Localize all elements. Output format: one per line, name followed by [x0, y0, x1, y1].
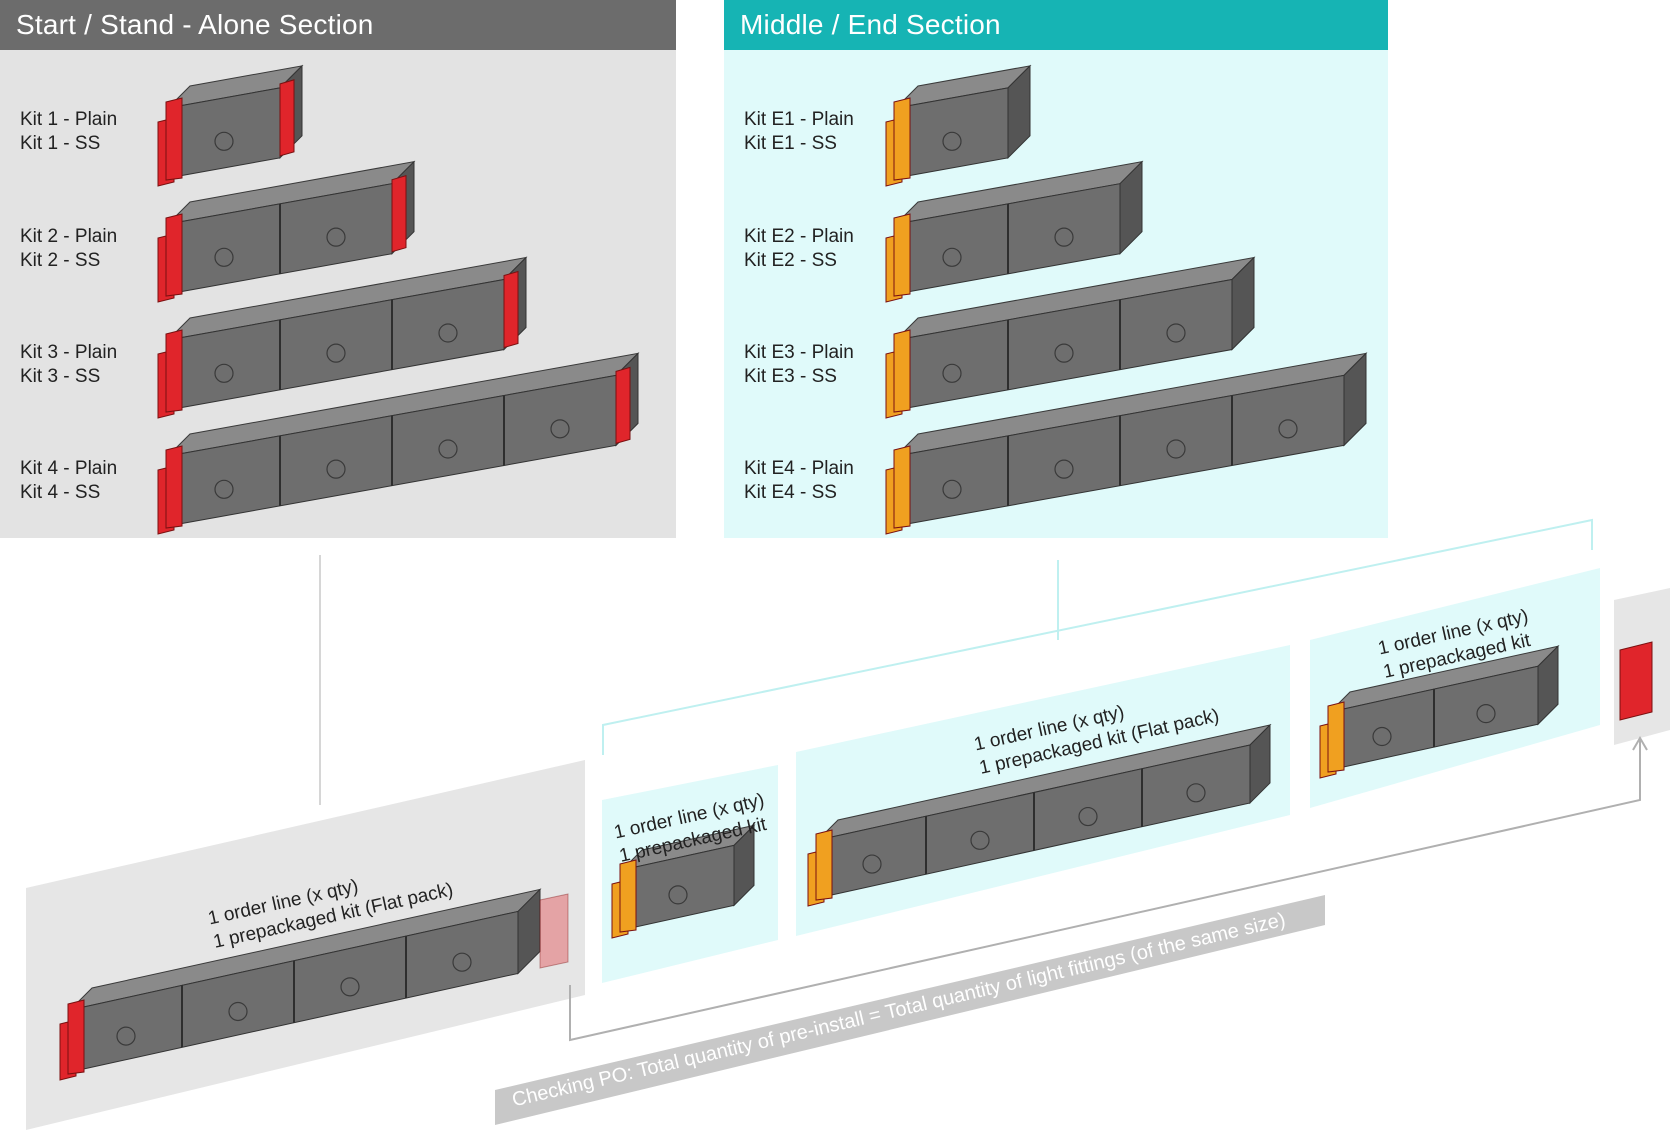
module-detail: [1166, 439, 1186, 459]
end-cap-left: [893, 213, 911, 297]
module-detail: [326, 227, 346, 247]
checking-po-band: [495, 895, 1325, 1125]
module-detail: [340, 977, 360, 997]
kit-label-e3: Kit E3 - Plain Kit E3 - SS: [744, 341, 854, 389]
kit-ss-label: Kit E1 - SS: [744, 133, 837, 154]
module-detail: [214, 479, 234, 499]
end-cap-left: [619, 859, 637, 933]
module-detail: [214, 131, 234, 151]
end-cap-left: [893, 97, 911, 181]
kit-ss-label: Kit 1 - SS: [20, 133, 101, 154]
module-detail: [326, 343, 346, 363]
module-detail: [1186, 783, 1206, 803]
kit-plain-label: Kit E1 - Plain: [744, 109, 854, 130]
module-detail: [214, 247, 234, 267]
module-detail: [116, 1026, 136, 1046]
module-detail: [1054, 459, 1074, 479]
kit-ss-label: Kit E2 - SS: [744, 250, 837, 271]
module-detail: [1166, 323, 1186, 343]
end-cap-left: [165, 445, 183, 529]
kit-label-e4: Kit E4 - Plain Kit E4 - SS: [744, 457, 854, 505]
module-detail: [1078, 806, 1098, 827]
kit-side-face: [1231, 256, 1255, 351]
kit-label-3: Kit 3 - Plain Kit 3 - SS: [20, 341, 117, 389]
module-detail: [942, 363, 962, 383]
module-detail: [1054, 227, 1074, 247]
kit-label-e1: Kit E1 - Plain Kit E1 - SS: [744, 108, 854, 156]
end-cap-left: [165, 97, 183, 181]
module-detail: [1278, 419, 1298, 439]
module-detail: [1372, 726, 1392, 747]
end-cap-left: [815, 829, 833, 901]
module-detail: [1476, 704, 1496, 724]
module-detail: [862, 854, 882, 874]
bracket-line: [569, 740, 1641, 1042]
kit-label-e2: Kit E2 - Plain Kit E2 - SS: [744, 225, 854, 273]
end-cap-left: [893, 445, 911, 529]
end-cap-left: [67, 999, 85, 1075]
module-detail: [438, 323, 458, 343]
kit-side-face: [1537, 645, 1559, 726]
kit-plain-label: Kit E2 - Plain: [744, 226, 854, 247]
module-detail: [228, 1001, 248, 1022]
kit-side-face: [517, 888, 541, 975]
module-detail: [942, 247, 962, 267]
kit-plain-label: Kit 3 - Plain: [20, 342, 118, 363]
kit-side-face: [733, 824, 755, 907]
module-detail: [452, 952, 472, 972]
start-section-title: Start / Stand - Alone Section: [0, 0, 676, 50]
loose-end-cap: [539, 893, 569, 969]
end-cap-left: [893, 329, 911, 413]
kit-side-face: [1249, 723, 1271, 805]
kit-plain-label: Kit E4 - Plain: [744, 458, 854, 479]
arrow-head-icon: [1632, 736, 1648, 751]
kit-label-2: Kit 2 - Plain Kit 2 - SS: [20, 225, 117, 273]
kit-side-face: [1007, 64, 1031, 160]
module-detail: [668, 885, 688, 905]
module-detail: [1054, 343, 1074, 363]
module-detail: [438, 439, 458, 459]
module-detail: [970, 830, 990, 850]
module-detail: [214, 363, 234, 383]
end-cap-left: [1327, 701, 1345, 773]
loose-end-cap: [1619, 641, 1653, 721]
kit-ss-label: Kit E4 - SS: [744, 482, 837, 503]
end-cap-left: [165, 329, 183, 413]
end-cap-right: [279, 79, 295, 157]
kit-ss-label: Kit 2 - SS: [20, 250, 101, 271]
kit-plain-label: Kit 1 - Plain: [20, 109, 118, 130]
kit-ss-label: Kit E3 - SS: [744, 366, 837, 387]
kit-label-4: Kit 4 - Plain Kit 4 - SS: [20, 457, 117, 505]
module-detail: [942, 479, 962, 499]
module-detail: [942, 131, 962, 151]
module-detail: [550, 419, 570, 439]
kit-ss-label: Kit 4 - SS: [20, 482, 101, 503]
end-cap-right: [615, 366, 631, 445]
connector-line: [602, 518, 1593, 755]
end-cap-left: [165, 213, 183, 297]
end-cap-right: [391, 175, 407, 253]
kit-plain-label: Kit E3 - Plain: [744, 342, 854, 363]
kit-ss-label: Kit 3 - SS: [20, 366, 101, 387]
kit-label-1: Kit 1 - Plain Kit 1 - SS: [20, 108, 117, 156]
module-detail: [326, 459, 346, 479]
kit-plain-label: Kit 4 - Plain: [20, 458, 118, 479]
kit-side-face: [1119, 160, 1143, 255]
kit-plain-label: Kit 2 - Plain: [20, 226, 118, 247]
kit-side-face: [1343, 352, 1367, 447]
end-cap-right: [503, 270, 519, 349]
middle-section-title: Middle / End Section: [724, 0, 1388, 50]
